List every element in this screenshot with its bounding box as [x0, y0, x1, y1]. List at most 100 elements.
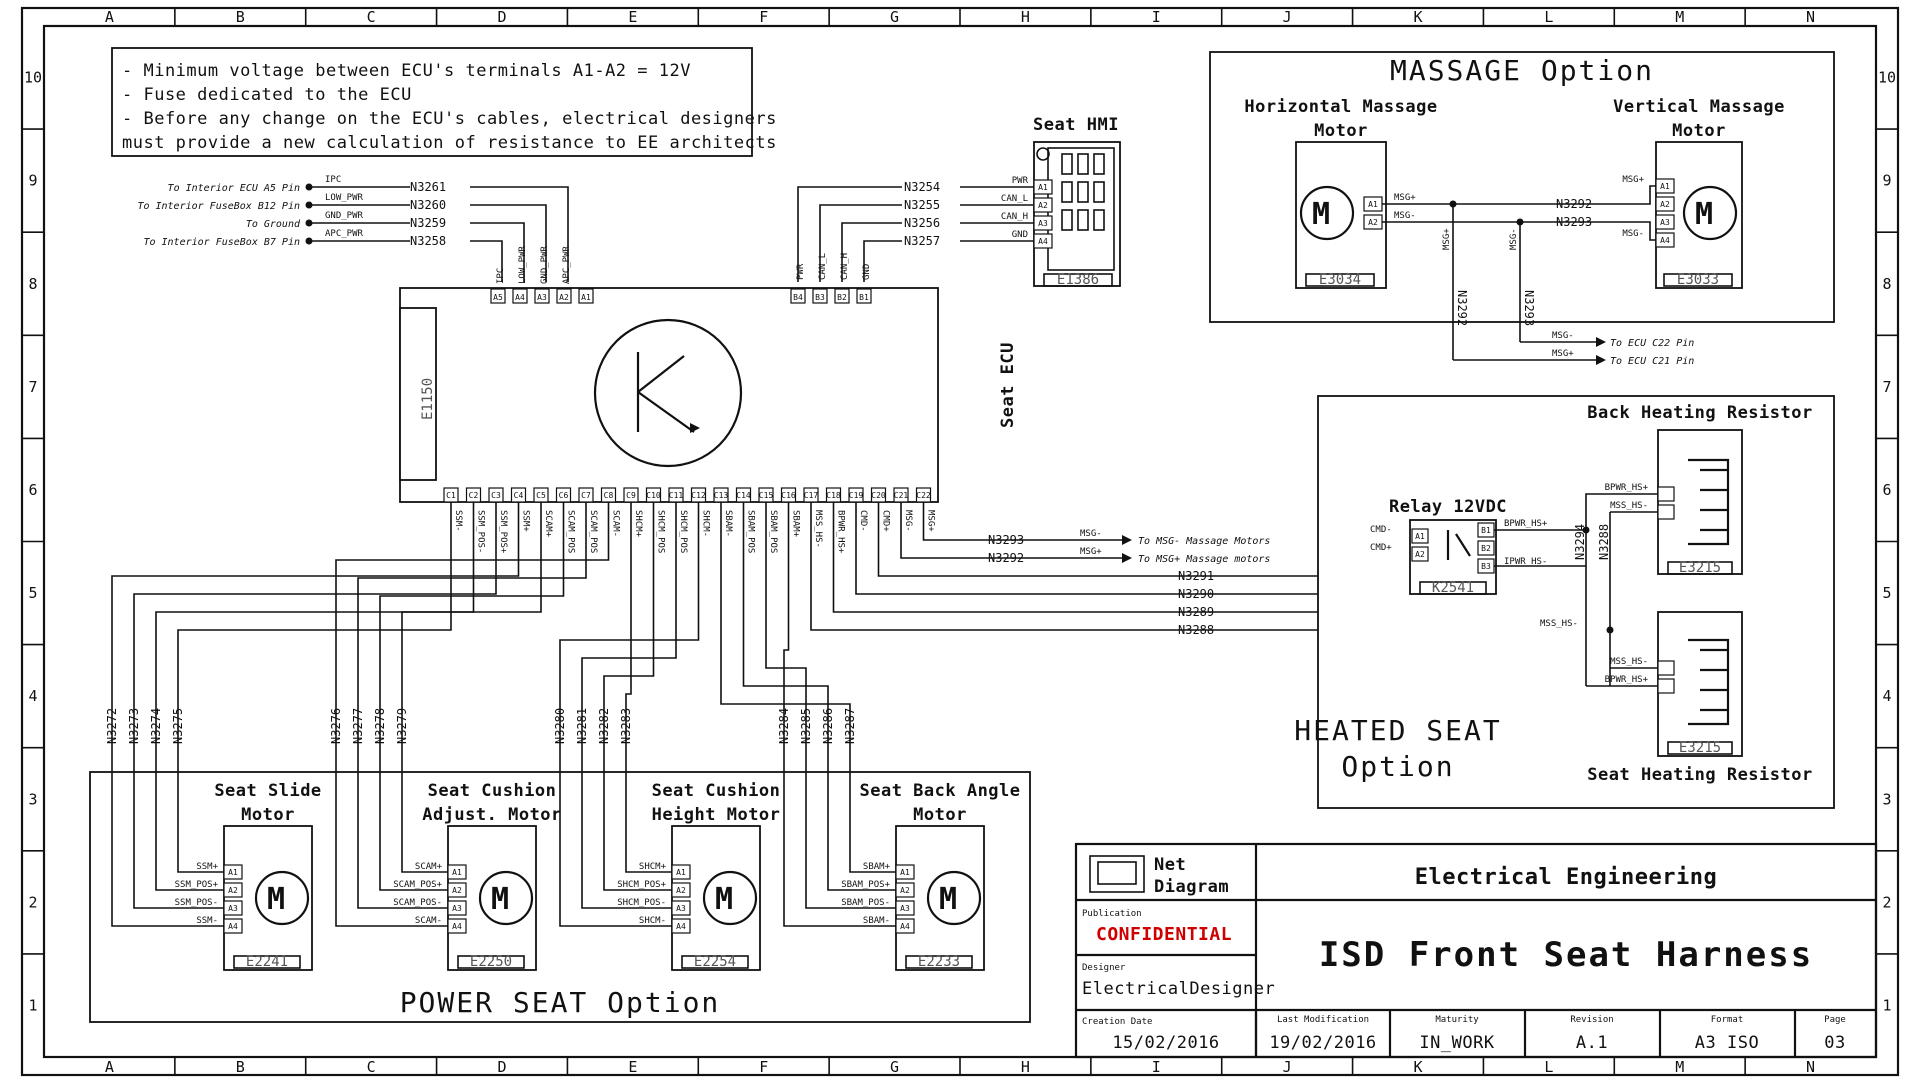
motor-pin-label: A4 [452, 922, 462, 931]
wire [470, 186, 569, 282]
wire [783, 502, 896, 927]
motor-net: N3286 [821, 708, 835, 744]
motor-title: Seat Cushion [652, 781, 781, 801]
hmi-pin-label: A3 [1038, 219, 1048, 228]
wire [900, 502, 1122, 559]
wire [335, 502, 610, 927]
hmi-signal: PWR [1012, 176, 1029, 186]
motor-ref: E2250 [470, 954, 512, 970]
ecu-pin-label: C18 [826, 491, 841, 500]
ecu-signal-label: SCAM+ [543, 510, 553, 538]
motor-title: Seat Cushion [428, 781, 557, 801]
ecu-pin-label: C11 [669, 491, 684, 500]
wire [797, 186, 902, 282]
horizontal-motor-title: Horizontal Massage [1244, 97, 1437, 117]
grid-column-label-bottom: F [759, 1058, 768, 1076]
ecu-output-dest: To MSG+ Massage motors [1138, 554, 1270, 565]
motor-net: N3280 [553, 708, 567, 744]
wire [625, 502, 672, 873]
ecu-signal-label: CAN_H [840, 253, 850, 280]
ecu-pin-label: C6 [559, 491, 569, 500]
resistor-ref-box [1667, 561, 1733, 575]
grid-column-label-top: A [105, 8, 114, 26]
title-cell-label: Revision [1570, 1015, 1613, 1025]
motor-title: Height Motor [652, 805, 781, 825]
relay-pin-label: B3 [1481, 562, 1491, 571]
relay-pin-label: B2 [1481, 544, 1491, 553]
designer-label: Designer [1082, 963, 1126, 973]
note-line: - Minimum voltage between ECU's terminal… [122, 61, 691, 81]
ecu-signal-label: LOW_PWR [518, 245, 528, 284]
title-block [1074, 842, 1878, 1059]
motor-net: N3284 [777, 708, 791, 744]
input-net: N3259 [410, 216, 446, 230]
motor-symbol-icon: M [715, 882, 734, 917]
motor-signal: SHCM- [639, 916, 666, 926]
wire [401, 502, 542, 873]
motor-signal: SCAM_POS+ [393, 880, 442, 890]
title-cell-value: A3 ISO [1695, 1033, 1759, 1053]
motor-net: N3282 [597, 708, 611, 744]
motor-pin-label: A2 [1368, 218, 1378, 227]
ecu-pin-label: C10 [646, 491, 661, 500]
massage-signal: MSG- [1509, 228, 1519, 250]
net-diagram-logo-icon [1097, 861, 1137, 885]
motor-signal: SHCM+ [639, 862, 667, 872]
ecu-signal-label: SSM_POS- [476, 510, 486, 553]
ecu-pin-label: C9 [626, 491, 636, 500]
motor-pin-label: A4 [900, 922, 910, 931]
hmi-body [1033, 141, 1121, 287]
input-net: N3258 [410, 234, 446, 248]
ecu-signal-label: CMD+ [881, 510, 891, 532]
vertical-motor-ref: E3033 [1677, 272, 1719, 288]
ecu-output-signal: MSG+ [1080, 547, 1102, 557]
input-net: N3261 [410, 180, 446, 194]
motor-pin-label: A2 [452, 886, 462, 895]
vertical-motor-title: Vertical Massage [1613, 97, 1785, 117]
grid-row-label-right: 1 [1882, 996, 1891, 1014]
motor-pin-label: A3 [452, 904, 462, 913]
hmi-net: N3256 [904, 216, 940, 230]
motor-pin-label: A1 [228, 868, 238, 877]
motor-net: N3287 [843, 708, 857, 744]
resistor-ref-box [1667, 741, 1733, 755]
ecu-name: Seat ECU [998, 342, 1018, 428]
motor-icon [478, 870, 534, 926]
motor-net: N3276 [329, 708, 343, 744]
wire [559, 502, 700, 927]
ecu-pin-label: A3 [537, 293, 547, 302]
hmi-button-icon [1093, 153, 1105, 175]
motor-pin-label: A2 [228, 886, 238, 895]
ecu-output-net: N3293 [988, 533, 1024, 547]
hmi-signal: CAN_H [1001, 212, 1028, 222]
input-signal: GND_PWR [325, 211, 364, 221]
ecu-pin [834, 288, 850, 304]
motor-symbol-icon: M [939, 882, 958, 917]
motor-pin [1655, 196, 1675, 212]
wire [357, 502, 587, 909]
motor-signal: MSG- [1622, 229, 1644, 239]
grid-column-label-bottom: K [1413, 1058, 1422, 1076]
ecu-output-signal: MSG- [1080, 529, 1102, 539]
wire [1585, 493, 1658, 530]
grid-column-label-top: D [497, 8, 506, 26]
motor-net: N3285 [799, 708, 813, 744]
motor-icon [1299, 185, 1355, 241]
ecu-signal-label: MSS_HS- [813, 510, 823, 548]
motor-signal: SHCM_POS- [617, 898, 666, 908]
grid-column-label-bottom: N [1806, 1058, 1815, 1076]
ecu-symbol-arrow-icon [690, 423, 700, 433]
grid-column-label-top: G [890, 8, 899, 26]
creation-label: Creation Date [1082, 1017, 1152, 1027]
motor-ref-box [905, 955, 973, 969]
ecu-signal-label: SSM- [453, 510, 463, 532]
wire [177, 502, 452, 873]
relay-signal: BPWR_HS+ [1504, 519, 1548, 529]
ecu-signal-label: SSM+ [521, 510, 531, 532]
motor-icon [702, 870, 758, 926]
title-cell-label: Maturity [1435, 1015, 1479, 1025]
motor-net: N3277 [351, 708, 365, 744]
grid-row-label-left: 5 [28, 584, 37, 602]
ecu-signal-label: SHCM_POS [678, 510, 688, 553]
